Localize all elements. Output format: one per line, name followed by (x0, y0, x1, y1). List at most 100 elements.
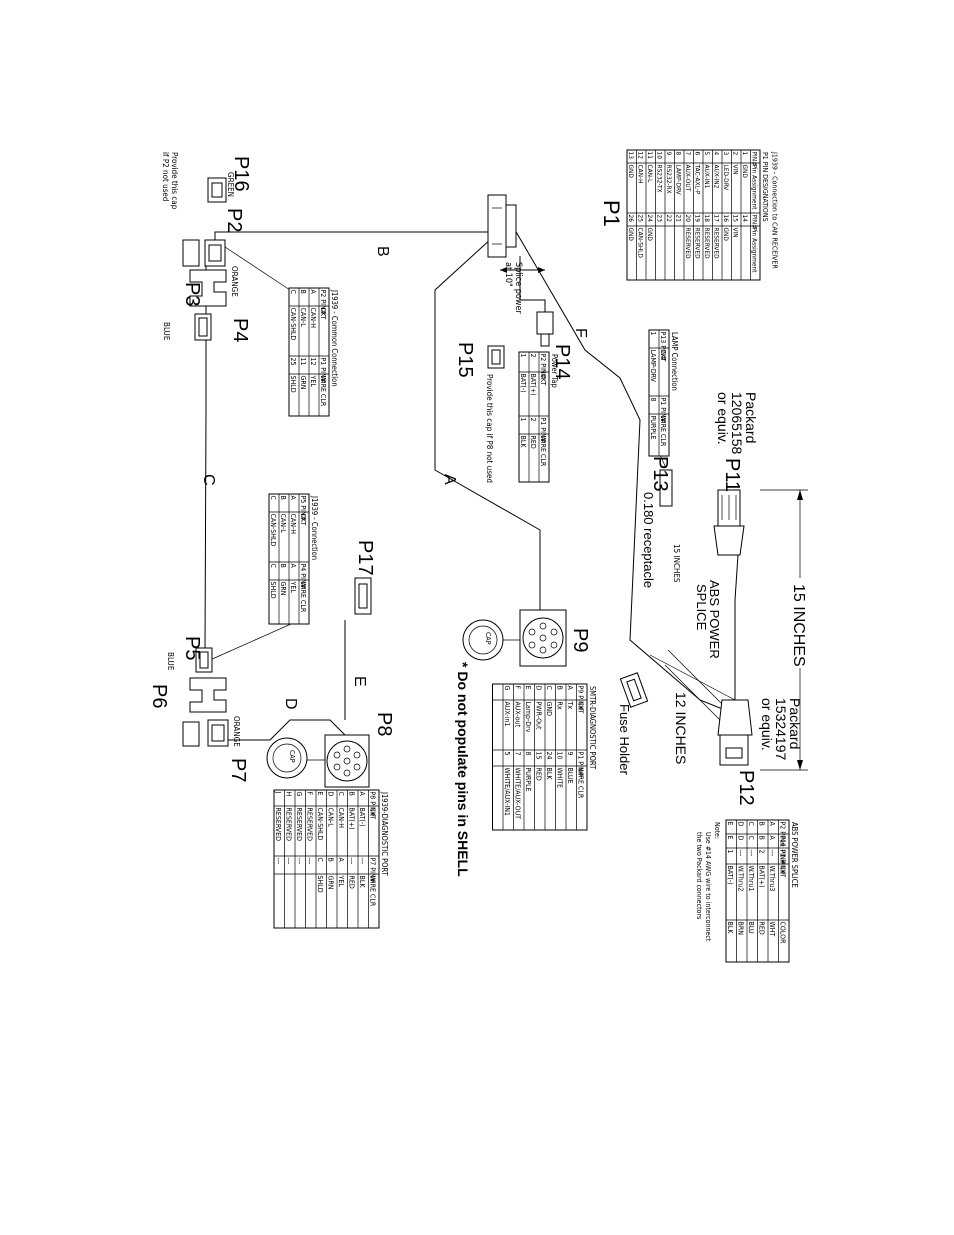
label-blue-p5: BLUE (166, 652, 175, 671)
table-header-cell: P9 PIN# (577, 686, 585, 711)
label-p13: P13 (649, 456, 671, 492)
label-p8: P8 (373, 712, 395, 736)
table-title: SMTR-DIAGNOSTIC PORT (588, 686, 597, 770)
packard-p12-line1: Packard (787, 698, 803, 749)
table-cell: 6 (694, 152, 702, 156)
table-header-cell: P7 PIN# (369, 858, 377, 883)
splice-note-line1: Splice power (513, 262, 523, 314)
table-cell: 7 (684, 152, 692, 156)
table-cell: 1 (519, 418, 527, 422)
table-cell: YEL (337, 875, 345, 888)
table-cell: BAT(-) (726, 866, 734, 885)
table-cell: GND (627, 165, 635, 179)
table-cell: --- (306, 858, 314, 865)
table-cell: RS232-TX (656, 165, 664, 193)
p14-connector (536, 311, 554, 347)
label-p7: P7 (227, 758, 249, 782)
dimensions (760, 489, 820, 771)
table-cell: 10 (656, 152, 664, 160)
table-cell: --- (274, 858, 282, 865)
table-cell: D (327, 792, 335, 797)
table-cell: PURPLE (524, 768, 532, 792)
table-cell: H (285, 792, 293, 797)
table-cell: CAN-H (637, 165, 645, 184)
label-p9: P9 (569, 628, 591, 652)
table-cell: C (337, 792, 345, 797)
p6-connector (189, 677, 227, 713)
table-cell: 22 (665, 215, 673, 223)
table-cell: --- (295, 858, 303, 865)
table-cell: B (299, 290, 307, 294)
wire-label-a: A (441, 474, 458, 485)
table-cell: 1 (519, 354, 527, 358)
table-cell: 1 (649, 332, 657, 336)
table-cell: 9 (665, 152, 673, 156)
packard-p11-line1: Packard (743, 392, 759, 443)
wire-p11-p12 (734, 554, 739, 700)
table-cell: 2 (758, 850, 766, 854)
label-p12: P12 (735, 770, 757, 806)
table-header-cell: CKT (577, 702, 585, 714)
table-cell: C (747, 822, 755, 827)
packard-p11-line3: or equiv. (715, 392, 731, 445)
table-cell: 17 (713, 215, 721, 223)
wire-p1-p14 (519, 256, 546, 312)
table-header-cell: P2 PIN# (539, 354, 547, 379)
table-title: ABS POWER SPLICE (790, 822, 799, 888)
table-cell: BLK (519, 436, 527, 449)
shell-warning: * Do not populate pins in SHELL (455, 662, 471, 877)
table-cell: RESERVED (295, 808, 303, 842)
table-cell: GND (627, 228, 635, 242)
table-cell: RS232-RX (665, 165, 673, 194)
table-cell: C (269, 564, 277, 569)
table-cell: AUX-OUT (684, 165, 692, 192)
table-header-cell: CKT (369, 808, 377, 820)
table-cell: B (556, 686, 564, 690)
dim-15-inches-main: 15 INCHES (790, 584, 807, 667)
table-cell: RED (535, 768, 543, 781)
table-header-cell: WIRE CLR (659, 416, 667, 447)
table-title: LAMP Connection (670, 332, 679, 391)
table-cell: RESERVED (713, 228, 721, 260)
connector-labels: P1 P2 P3 P4 P5 P6 P7 P8 P9 P11 P12 P13 P… (148, 156, 757, 806)
table-cell: BRN (737, 922, 745, 936)
table-header-cell: P2 PIN# (319, 290, 327, 315)
wire-label-f: F (572, 328, 589, 338)
connectors (182, 177, 753, 788)
table-cell: A (358, 792, 366, 797)
table-cell: W.Thru1 (747, 866, 755, 892)
p4-connector (194, 313, 212, 341)
label-p16: P16 (230, 156, 252, 192)
table-cell: TAC-AXL-P (694, 164, 702, 195)
table-cell: YEL (289, 581, 297, 594)
p9-cap (462, 619, 504, 661)
table-header-cell: CKT (299, 514, 307, 526)
table-cell: AUX-IN2 (713, 165, 721, 189)
p8-cap-label: CAP (288, 750, 296, 763)
table-header-cell: Pin Assignment (751, 165, 759, 211)
label-p2: P2 (223, 208, 245, 232)
table-cell: GRN (299, 376, 307, 390)
table-cell: 1 (741, 152, 749, 156)
p2-connector (204, 239, 226, 267)
table-cell: LED-DRV (722, 165, 730, 191)
table-cell: A (289, 564, 297, 569)
table-cell: G (503, 686, 511, 691)
wires (204, 217, 739, 761)
table-cell: VIN (732, 228, 740, 238)
table-cell: RESERVED (306, 808, 314, 842)
p8-cap (266, 737, 308, 779)
table-cell: B (327, 858, 335, 862)
table-cell: 19 (694, 215, 702, 223)
label-p15: P15 (454, 342, 476, 378)
table-note: Use #14 AWG wire to interconnect (704, 832, 712, 942)
table-cell: 16 (722, 215, 730, 223)
wire-label-b: B (374, 246, 391, 257)
table-cell: CAN-H (309, 308, 317, 329)
